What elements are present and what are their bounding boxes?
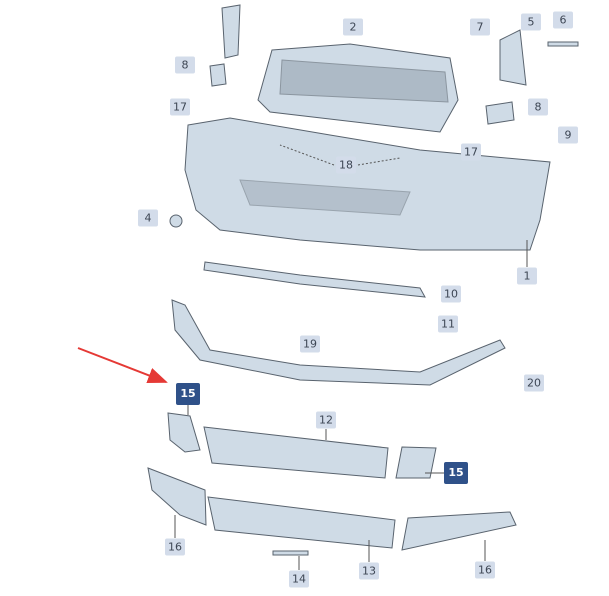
red-pointer-arrow	[77, 347, 168, 383]
callout-10[interactable]: 10	[441, 285, 461, 303]
callout-7[interactable]: 7	[470, 18, 490, 36]
callout-6[interactable]: 6	[553, 11, 573, 29]
callout-11[interactable]: 11	[438, 315, 458, 333]
part-4	[169, 214, 183, 228]
callout-15[interactable]: 15	[176, 383, 200, 405]
bracket-part	[221, 4, 241, 59]
grille-part-12	[203, 426, 389, 479]
part-16-left	[147, 467, 207, 526]
callout-5[interactable]: 5	[521, 13, 541, 31]
callout-13[interactable]: 13	[359, 562, 379, 580]
part-8-right	[485, 101, 515, 125]
callout-12[interactable]: 12	[316, 411, 336, 429]
part-8-left	[209, 63, 227, 87]
callout-17[interactable]: 17	[461, 143, 481, 161]
callout-14[interactable]: 14	[289, 570, 309, 588]
callout-8[interactable]: 8	[175, 56, 195, 74]
part-15-right	[395, 446, 437, 479]
part-6	[547, 41, 579, 47]
part-14	[272, 550, 309, 556]
callout-19[interactable]: 19	[300, 335, 320, 353]
callout-4[interactable]: 4	[138, 209, 158, 227]
callout-18[interactable]: 18	[336, 156, 356, 174]
callout-8[interactable]: 8	[528, 98, 548, 116]
callout-17[interactable]: 17	[170, 98, 190, 116]
bracket-part-5	[499, 29, 527, 86]
callout-15[interactable]: 15	[444, 462, 468, 484]
spoiler-part-19	[171, 299, 506, 386]
callout-2[interactable]: 2	[343, 18, 363, 36]
leader-lines	[174, 144, 528, 570]
part-16-right	[401, 511, 517, 551]
part-10	[203, 261, 426, 298]
part-15-left	[167, 412, 201, 453]
callout-20[interactable]: 20	[524, 374, 544, 392]
callout-9[interactable]: 9	[558, 126, 578, 144]
callout-1[interactable]: 1	[517, 267, 537, 285]
bumper-cover-part-1	[184, 117, 551, 251]
callout-16[interactable]: 16	[475, 561, 495, 579]
callout-16[interactable]: 16	[165, 538, 185, 556]
grille-part-13	[207, 496, 396, 549]
